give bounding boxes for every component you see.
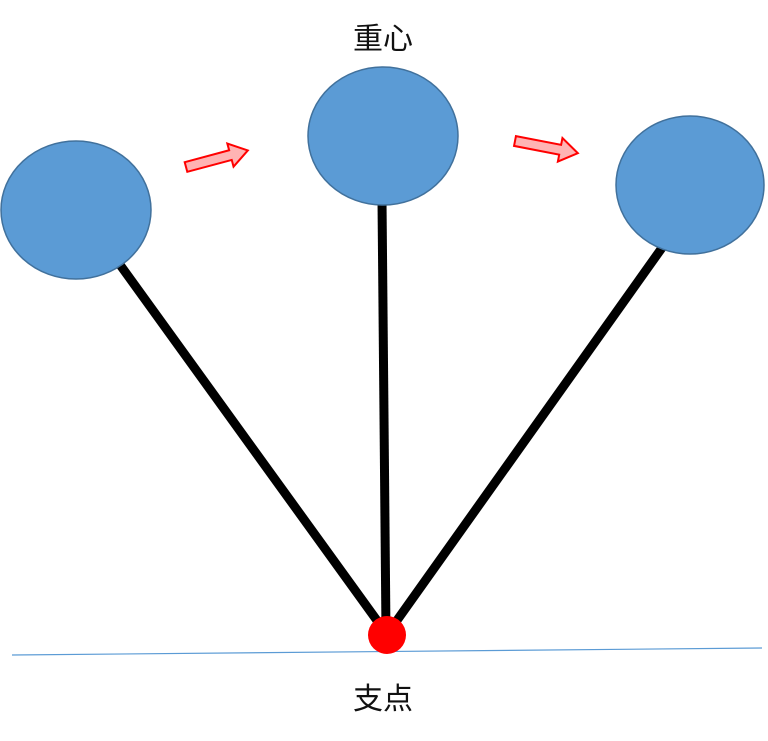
ball-right: [615, 115, 765, 255]
ball-left: [0, 140, 152, 280]
pivot-point: [368, 616, 406, 654]
motion-arrow-left: [183, 141, 250, 174]
rod-center: [377, 199, 391, 634]
rod-right: [384, 242, 668, 636]
rod-left: [114, 259, 390, 636]
fulcrum-label: 支点: [353, 682, 413, 717]
ball-center: [307, 66, 459, 206]
motion-arrow-right: [512, 134, 580, 164]
center-of-gravity-label: 重心: [353, 22, 413, 57]
